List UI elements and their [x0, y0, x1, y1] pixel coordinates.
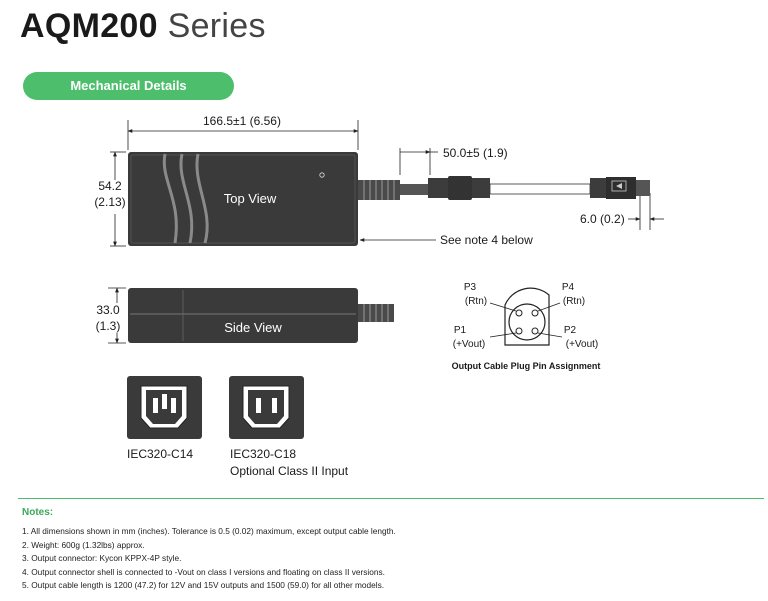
note-item: 4. Output connector shell is connected t…	[22, 566, 385, 577]
pin2-label: P2	[564, 325, 577, 336]
note-item: 1. All dimensions shown in mm (inches). …	[22, 526, 396, 536]
pin4-label: P4	[562, 282, 575, 293]
plug-dimension: 6.0 (0.2)	[580, 212, 625, 226]
note-item: 2. Weight: 600g (1.32lbs) approx.	[22, 539, 145, 550]
pin4-function: (Rtn)	[563, 296, 585, 307]
height-dimension-mm: 33.0	[96, 303, 120, 317]
notes-heading: Notes:	[22, 507, 54, 518]
pin1-label: P1	[454, 325, 467, 336]
pin1-function: (+Vout)	[453, 339, 486, 350]
model-name: AQM200	[20, 7, 158, 45]
iec-c18-note: Optional Class II Input	[230, 464, 349, 478]
iec-c18-inlet	[229, 376, 304, 439]
page-title: AQM200 Series	[20, 4, 266, 48]
side-view-label: Side View	[224, 320, 282, 335]
width-dimension-mm: 54.2	[98, 179, 122, 193]
note-item: 3. Output connector: Kycon KPPX-4P style…	[22, 553, 182, 564]
plug-caption: Output Cable Plug Pin Assignment	[452, 361, 601, 371]
height-dimension-in: (1.3)	[96, 319, 121, 333]
output-cable	[358, 176, 650, 200]
width-dimension-in: (2.13)	[94, 195, 125, 209]
length-dimension: 166.5±1 (6.56)	[203, 114, 281, 128]
pin3-label: P3	[464, 282, 477, 293]
series-label: Series	[167, 7, 266, 45]
side-view-body	[128, 288, 394, 343]
section-pill-mechanical-details: Mechanical Details	[23, 72, 234, 100]
cable-note: See note 4 below	[440, 233, 533, 247]
pin2-function: (+Vout)	[566, 339, 599, 350]
pin3-function: (Rtn)	[465, 296, 487, 307]
top-view-body	[128, 152, 358, 246]
mechanical-drawing: 166.5±1 (6.56) 54.2 (2.13) Top View 50.0…	[94, 114, 664, 478]
plug-pin-diagram	[489, 287, 563, 346]
iec-c14-label: IEC320-C14	[127, 447, 193, 461]
top-view-label: Top View	[224, 191, 277, 206]
iec-c18-label: IEC320-C18	[230, 447, 296, 461]
notes-list: 1. All dimensions shown in mm (inches). …	[22, 525, 396, 593]
iec-c14-inlet	[127, 376, 202, 439]
notes-divider	[18, 498, 764, 499]
note-item: 5. Output cable length is 1200 (47.2) fo…	[22, 580, 385, 591]
strain-relief-dimension: 50.0±5 (1.9)	[443, 146, 508, 160]
